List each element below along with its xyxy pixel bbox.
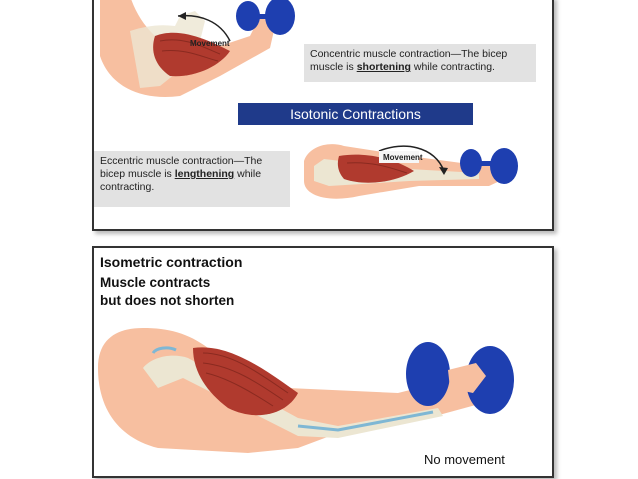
eccentric-caption: Eccentric muscle contraction—The bicep m… <box>94 151 290 207</box>
eccentric-text: Eccentric muscle contraction—The bicep m… <box>100 155 263 180</box>
eccentric-key: lengthening <box>174 168 235 180</box>
isometric-title: Isometric contraction <box>100 254 243 270</box>
concentric-caption: Concentric muscle contraction—The bicep … <box>304 44 536 82</box>
isometric-arm-illustration <box>98 328 514 453</box>
concentric-key: shortening <box>356 61 411 73</box>
isometric-subtitle-line1: Muscle contracts <box>100 275 211 290</box>
movement-label-1: Movement <box>190 39 230 48</box>
isometric-subtitle-line2: but does not shorten <box>100 293 235 308</box>
eccentric-arm-illustration: Movement <box>304 144 518 199</box>
isotonic-panel: Movement Concentric muscle contraction—T… <box>92 0 554 231</box>
movement-label-2: Movement <box>383 153 423 162</box>
concentric-arm-illustration: Movement <box>100 0 295 97</box>
concentric-tail: while contracting. <box>410 61 495 73</box>
isometric-panel: Isometric contraction Muscle contracts b… <box>92 246 554 478</box>
no-movement-label: No movement <box>424 452 505 467</box>
eccentric-tail: while contracting. <box>100 168 262 193</box>
concentric-text: Concentric muscle contraction—The bicep … <box>310 48 508 73</box>
isotonic-banner: Isotonic Contractions <box>238 103 473 125</box>
